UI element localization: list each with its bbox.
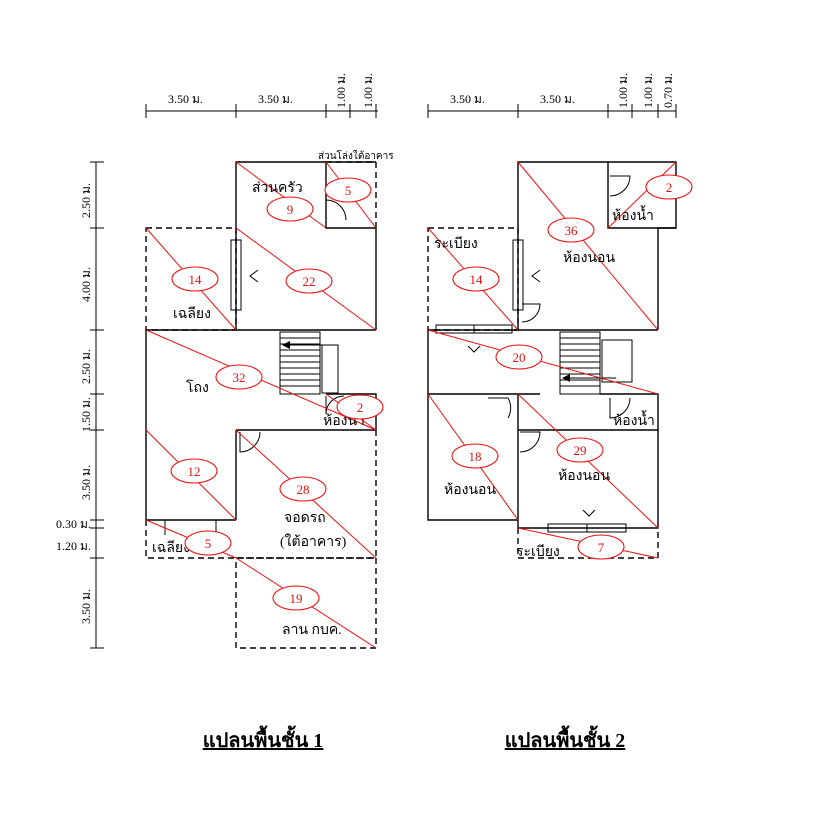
label-bedroom-3: ห้องนอน <box>444 482 496 498</box>
label-bath-1: ห้องน้ำ <box>612 205 654 224</box>
marker-number: 12 <box>188 464 201 479</box>
label-bath-2: ห้องน้ำ <box>613 410 655 429</box>
marker-number: 32 <box>233 370 246 385</box>
marker-number: 28 <box>297 482 310 497</box>
dim-left-1: 2.50 ม. <box>79 183 93 218</box>
marker-number: 2 <box>357 400 364 415</box>
dim-top-5: 0.70 ม. <box>661 73 675 108</box>
dim-top-1: 3.50 ม. <box>450 92 485 106</box>
dim-top-1: 3.50 ม. <box>168 92 203 106</box>
label-veranda: ระเบียง <box>434 236 478 252</box>
plan-2-title: แปลนพื้นชั้น 2 <box>505 725 626 752</box>
dim-top-3: 1.00 ม. <box>616 73 630 108</box>
marker-number: 14 <box>470 272 484 287</box>
dim-left-4: 1.50 ม. <box>79 397 93 432</box>
plan-1-title: แปลนพื้นชั้น 1 <box>203 725 324 752</box>
label-hall: โถง <box>186 379 209 396</box>
marker-number: 7 <box>598 540 605 555</box>
label-garage: จอดรถ <box>284 511 326 526</box>
dim-top-2: 3.50 ม. <box>540 92 575 106</box>
plan-1-area-markers: 5 9 14 22 32 2 12 28 5 19 <box>170 177 384 611</box>
marker-number: 18 <box>469 449 482 464</box>
plan-2-walls <box>427 161 677 559</box>
label-bedroom-2: ห้องนอน <box>558 468 610 484</box>
label-yard: ลาน กบค. <box>282 623 342 638</box>
marker-number: 19 <box>290 591 303 606</box>
dim-left-6: 0.30 ม. <box>56 517 91 531</box>
label-garage-sub: (ใต้อาคาร) <box>280 533 347 550</box>
label-terrace-2: เฉลียง <box>152 540 190 556</box>
plan-1-left-dimensions: 2.50 ม. 4.00 ม. 2.50 ม. 1.50 ม. 3.50 ม. … <box>56 161 104 649</box>
plan-2-top-dimensions: 3.50 ม. 3.50 ม. 1.00 ม. 1.00 ม. 0.70 ม. <box>427 73 677 118</box>
label-under-part: ส่วนโล่งใต้อาคาร <box>318 149 394 162</box>
marker-number: 36 <box>565 223 579 238</box>
marker-number: 14 <box>189 272 203 287</box>
dim-top-4: 1.00 ม. <box>361 73 375 108</box>
marker-number: 5 <box>345 183 352 198</box>
plan-2: 3.50 ม. 3.50 ม. 1.00 ม. 1.00 ม. 0.70 ม. <box>427 73 693 752</box>
plan-2-area-markers: 2 36 14 20 29 18 7 <box>451 174 693 560</box>
dim-left-3: 2.50 ม. <box>79 349 93 384</box>
label-bedroom-1: ห้องนอน <box>563 250 615 266</box>
marker-number: 2 <box>666 180 673 195</box>
dim-left-8: 3.50 ม. <box>79 589 93 624</box>
dim-top-2: 3.50 ม. <box>258 92 293 106</box>
dim-left-5: 3.50 ม. <box>79 465 93 500</box>
dim-left-7: 1.20 ม. <box>56 539 91 553</box>
marker-number: 9 <box>287 202 294 217</box>
plan-1: 3.50 ม. 3.50 ม. 1.00 ม. 1.00 ม. 2.50 ม. … <box>56 73 394 752</box>
marker-number: 29 <box>574 443 587 458</box>
label-kitchen: ส่วนครัว <box>252 181 303 196</box>
marker-number: 5 <box>205 536 212 551</box>
dim-left-2: 4.00 ม. <box>79 267 93 302</box>
dim-top-3: 1.00 ม. <box>334 73 348 108</box>
plan-1-top-dimensions: 3.50 ม. 3.50 ม. 1.00 ม. 1.00 ม. <box>145 73 378 118</box>
marker-number: 22 <box>303 274 316 289</box>
dim-top-4: 1.00 ม. <box>641 73 655 108</box>
label-veranda-2: ระเบียง <box>516 544 560 560</box>
label-terrace: เฉลียง <box>173 306 211 322</box>
marker-number: 20 <box>513 350 526 365</box>
